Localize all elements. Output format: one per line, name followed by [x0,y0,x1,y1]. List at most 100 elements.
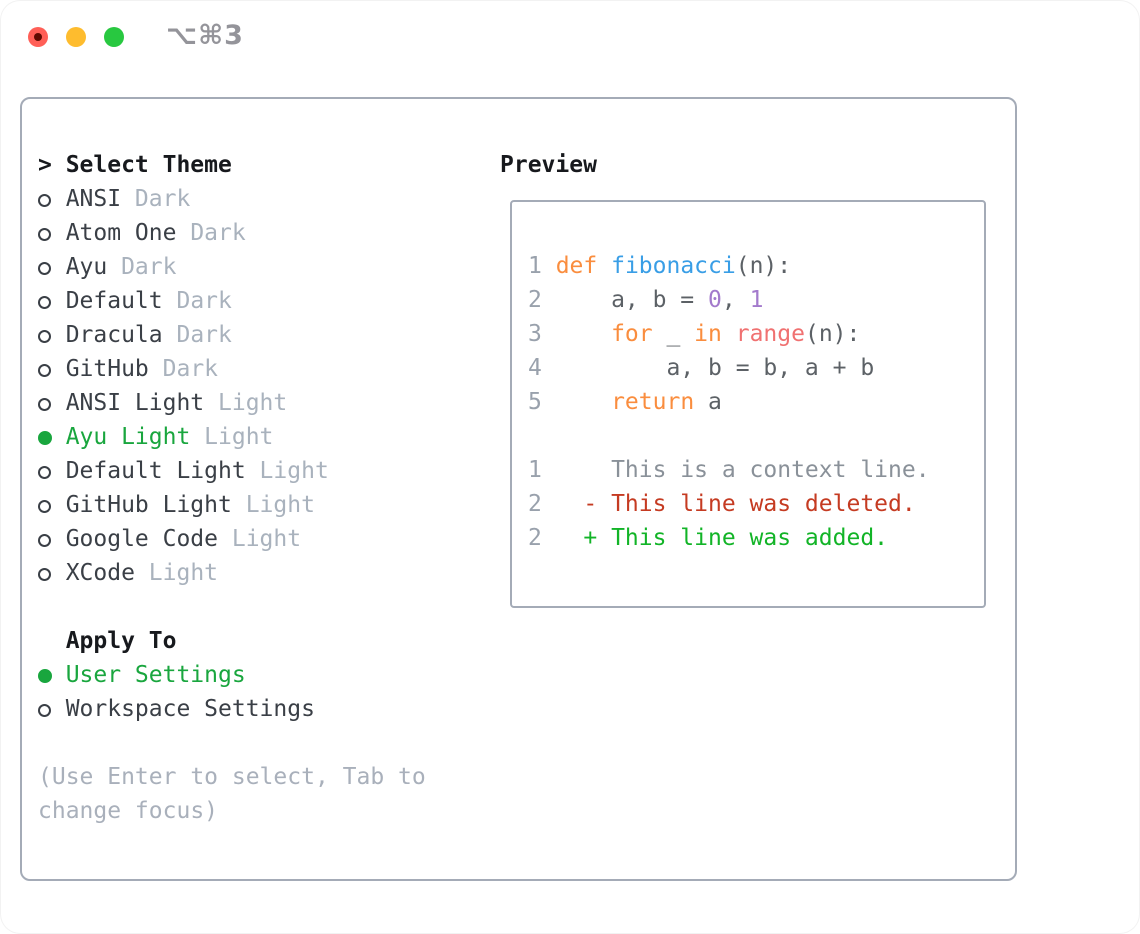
code-line-5: 5 return a [528,385,984,419]
section-gap [38,726,426,760]
select-theme-header-row: > Select Theme [38,148,426,182]
theme-name: XCode [65,560,135,586]
line-number: 2 [528,287,542,313]
theme-option-dracula[interactable]: Dracula Dark [38,318,426,352]
radio-dot-icon [38,228,51,241]
theme-option-google-code[interactable]: Google Code Light [38,522,426,556]
line-content: + This line was added. [556,525,888,551]
radio-icon [38,216,66,250]
code-line-1: 1 def fibonacci(n): [528,249,984,283]
theme-option-xcode[interactable]: XCode Light [38,556,426,590]
theme-option-ayu-light[interactable]: Ayu Light Light [38,420,426,454]
token-plain: (n): [735,253,792,279]
radio-dot-icon [38,568,51,581]
line-content: for _ in range(n): [556,321,861,347]
token-plain [597,253,611,279]
line-number: 4 [528,355,542,381]
apply-option-user-settings[interactable]: User Settings [38,658,426,692]
prompt-icon: > [38,152,52,178]
diff-deleted-line: 2 - This line was deleted. [528,487,984,521]
line-number: 2 [528,491,542,517]
theme-option-github-light[interactable]: GitHub Light Light [38,488,426,522]
line-content: a, b = 0, 1 [555,287,764,313]
token-add: + This line was added. [555,525,889,551]
token-plain [556,389,611,415]
section-gap [38,590,426,624]
theme-variant: Light [245,458,329,484]
diff-context-line: 1 This is a context line. [528,453,984,487]
theme-option-default-light[interactable]: Default Light Light [38,454,426,488]
line-number: 5 [528,389,542,415]
minimize-button[interactable] [66,27,86,47]
theme-name: Default [65,288,163,314]
preview-title: Preview [500,152,597,178]
theme-variant: Light [134,560,219,586]
radio-dot-icon [38,364,51,377]
apply-option-label: Workspace Settings [65,696,315,722]
radio-icon [38,182,66,216]
radio-dot-icon [38,669,52,683]
token-del: - This line was deleted. [555,491,916,517]
theme-option-ayu[interactable]: Ayu Dark [38,250,426,284]
radio-dot-icon [38,500,51,513]
radio-dot-icon [38,296,51,309]
theme-option-ansi[interactable]: ANSI Dark [38,182,426,216]
radio-dot-icon [38,262,51,275]
apply-option-workspace-settings[interactable]: Workspace Settings [38,692,426,726]
theme-option-github[interactable]: GitHub Dark [38,352,426,386]
token-plain [556,321,611,347]
radio-icon [38,522,66,556]
help-text-line: change focus) [38,798,219,824]
line-content: def fibonacci(n): [556,253,791,279]
radio-dot-icon [38,534,51,547]
line-number: 2 [528,525,542,551]
theme-name: GitHub [65,356,149,382]
theme-option-atom-one[interactable]: Atom One Dark [38,216,426,250]
radio-icon [38,250,66,284]
line-content: a, b = b, a + b [556,355,874,381]
line-number: 1 [528,457,542,483]
theme-variant: Dark [162,322,232,348]
theme-variant: Dark [162,288,232,314]
radio-icon [38,352,66,386]
line-content: - This line was deleted. [555,491,916,517]
theme-name: ANSI Light [65,390,205,416]
close-button[interactable] [28,27,48,47]
line-content: This is a context line. [556,457,930,483]
radio-selected-icon [38,658,66,692]
zoom-button[interactable] [104,27,124,47]
apply-option-label: User Settings [65,662,246,688]
radio-icon [38,556,66,590]
help-text: (Use Enter to select, Tab to change focu… [38,760,426,828]
radio-icon [38,284,66,318]
theme-variant: Light [231,492,315,518]
theme-name: Atom One [65,220,177,246]
theme-variant: Dark [176,220,246,246]
radio-dot-icon [38,431,52,445]
code-line-2: 2 a, b = 0, 1 [528,283,984,317]
line-number: 3 [528,321,542,347]
token-fn: fibonacci [611,253,736,279]
theme-option-default[interactable]: Default Dark [38,284,426,318]
theme-variant: Light [204,390,288,416]
radio-icon [38,488,66,522]
token-plain: (n): [804,321,861,347]
traffic-lights [28,27,124,47]
token-plain: a, b = [555,287,709,313]
theme-name: GitHub Light [65,492,232,518]
theme-option-ansi-light[interactable]: ANSI Light Light [38,386,426,420]
diff-added-line: 2 + This line was added. [528,521,984,555]
window-title-shortcut: ⌥⌘3 [166,20,244,51]
line-number: 1 [528,253,542,279]
theme-name: Ayu [65,254,108,280]
radio-icon [38,692,66,726]
preview-pane: 1 def fibonacci(n): 2 a, b = 0, 1 3 for _ i… [510,200,986,608]
radio-dot-icon [38,466,51,479]
token-kw: for [611,321,653,347]
token-num: 1 [749,287,764,313]
select-theme-title: Select Theme [65,152,232,178]
radio-selected-icon [38,420,66,454]
radio-icon [38,386,66,420]
